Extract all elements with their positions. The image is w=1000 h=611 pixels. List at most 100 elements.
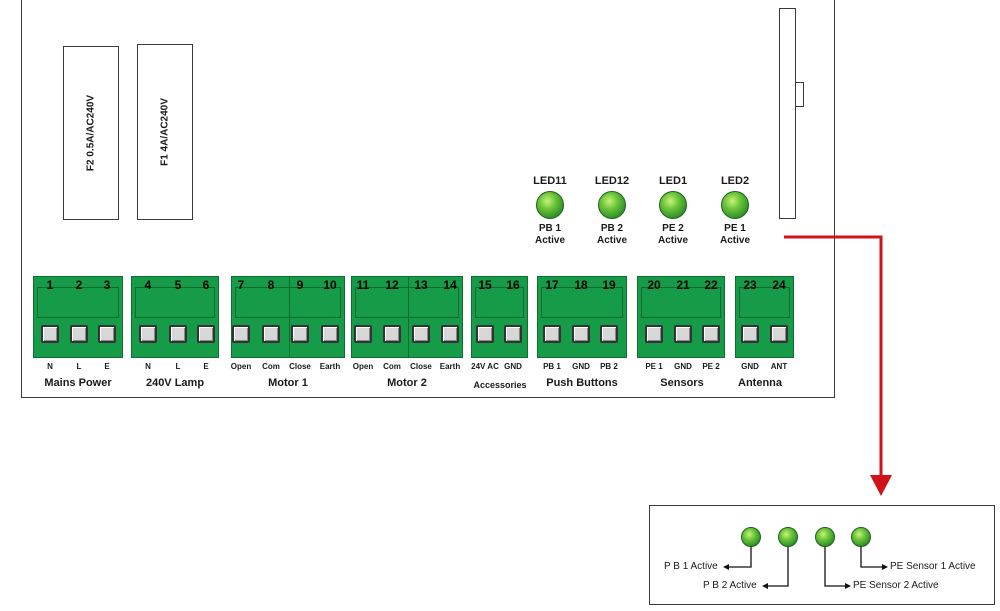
terminal-signal-15: 24V AC — [471, 362, 499, 371]
terminal-signal-13: Close — [410, 362, 432, 371]
terminal-block-push-buttons — [537, 276, 627, 358]
terminal-signal-1: N — [47, 362, 53, 371]
legend-led-pe2 — [815, 527, 835, 547]
group-label-push-buttons: Push Buttons — [546, 377, 618, 389]
terminal-signal-4: N — [145, 362, 151, 371]
terminal-signal-23: GND — [741, 362, 759, 371]
terminal-signal-11: Open — [352, 362, 374, 371]
group-label-motor-1: Motor 1 — [268, 377, 308, 389]
led-led12 — [598, 191, 626, 219]
terminal-signal-19: PB 2 — [600, 362, 618, 371]
legend-label-pe1: PE Sensor 1 Active — [890, 561, 976, 572]
terminal-screw-1 — [41, 325, 59, 343]
terminal-screw-8 — [262, 325, 280, 343]
terminal-number-2: 2 — [75, 278, 83, 292]
terminal-signal-24: ANT — [770, 362, 788, 371]
terminal-number-24: 24 — [772, 278, 786, 292]
terminal-screw-14 — [441, 325, 459, 343]
terminal-screw-5 — [169, 325, 187, 343]
terminal-signal-6: E — [203, 362, 209, 371]
terminal-module-divider — [408, 277, 409, 357]
terminal-signal-18: GND — [572, 362, 590, 371]
terminal-screw-17 — [543, 325, 561, 343]
terminal-block-rail — [135, 287, 215, 318]
legend-label-pb2: P B 2 Active — [703, 580, 757, 591]
terminal-screw-20 — [645, 325, 663, 343]
terminal-number-8: 8 — [267, 278, 275, 292]
terminal-screw-22 — [702, 325, 720, 343]
terminal-number-3: 3 — [103, 278, 111, 292]
led-caption-led11: PB 1 — [538, 223, 562, 234]
terminal-block-rail — [37, 287, 119, 318]
terminal-screw-6 — [197, 325, 215, 343]
terminal-number-16: 16 — [506, 278, 520, 292]
legend-label-pb1: P B 1 Active — [664, 561, 718, 572]
terminal-screw-13 — [412, 325, 430, 343]
terminal-signal-8: Com — [262, 362, 280, 371]
legend-label-pe2: PE Sensor 2 Active — [853, 580, 939, 591]
terminal-module-divider — [289, 277, 290, 357]
led-status-led11: Active — [534, 235, 565, 246]
terminal-number-15: 15 — [478, 278, 492, 292]
led-legend-panel — [649, 505, 995, 605]
terminal-screw-19 — [600, 325, 618, 343]
terminal-signal-16: GND — [504, 362, 522, 371]
terminal-number-19: 19 — [602, 278, 616, 292]
terminal-number-14: 14 — [443, 278, 457, 292]
terminal-block-accessories — [471, 276, 528, 358]
led-led11 — [536, 191, 564, 219]
terminal-block-rail — [739, 287, 790, 318]
terminal-number-10: 10 — [323, 278, 337, 292]
terminal-signal-7: Open — [230, 362, 252, 371]
led-label-led11: LED11 — [533, 175, 567, 187]
terminal-number-17: 17 — [545, 278, 559, 292]
legend-led-pe1 — [851, 527, 871, 547]
terminal-number-23: 23 — [743, 278, 757, 292]
terminal-screw-9 — [291, 325, 309, 343]
led-status-led1: Active — [657, 235, 688, 246]
terminal-number-4: 4 — [144, 278, 152, 292]
group-label-accessories: Accessories — [473, 380, 527, 390]
terminal-screw-16 — [504, 325, 522, 343]
terminal-screw-4 — [139, 325, 157, 343]
led-status-led2: Active — [719, 235, 750, 246]
terminal-number-22: 22 — [704, 278, 718, 292]
terminal-screw-18 — [572, 325, 590, 343]
terminal-signal-21: GND — [674, 362, 692, 371]
terminal-number-5: 5 — [174, 278, 182, 292]
terminal-screw-11 — [354, 325, 372, 343]
terminal-number-1: 1 — [46, 278, 54, 292]
terminal-screw-2 — [70, 325, 88, 343]
terminal-block-rail — [475, 287, 524, 318]
terminal-screw-3 — [98, 325, 116, 343]
terminal-screw-15 — [476, 325, 494, 343]
group-label-sensors: Sensors — [660, 377, 704, 389]
terminal-signal-12: Com — [383, 362, 401, 371]
terminal-signal-3: E — [104, 362, 110, 371]
terminal-number-9: 9 — [296, 278, 304, 292]
terminal-screw-23 — [741, 325, 759, 343]
terminal-number-6: 6 — [202, 278, 210, 292]
led-label-led12: LED12 — [594, 175, 630, 187]
terminal-block-motor-2 — [351, 276, 463, 358]
led-caption-led1: PE 2 — [662, 223, 684, 234]
terminal-screw-7 — [232, 325, 250, 343]
led-led1 — [659, 191, 687, 219]
terminal-signal-9: Close — [289, 362, 311, 371]
terminal-number-13: 13 — [414, 278, 428, 292]
fuse-f2: F2 0.5A/AC240V — [63, 46, 119, 220]
relay-module — [779, 8, 796, 219]
led-caption-led2: PE 1 — [724, 223, 746, 234]
legend-led-pb1 — [741, 527, 761, 547]
terminal-signal-20: PE 1 — [645, 362, 663, 371]
group-label-motor-2: Motor 2 — [387, 377, 427, 389]
led-status-led12: Active — [596, 235, 627, 246]
group-label-antenna: Antenna — [738, 377, 782, 389]
terminal-signal-17: PB 1 — [543, 362, 561, 371]
terminal-screw-12 — [383, 325, 401, 343]
terminal-number-20: 20 — [647, 278, 661, 292]
fuse-f1: F1 4A/AC240V — [137, 44, 193, 220]
terminal-signal-5: L — [175, 362, 181, 371]
